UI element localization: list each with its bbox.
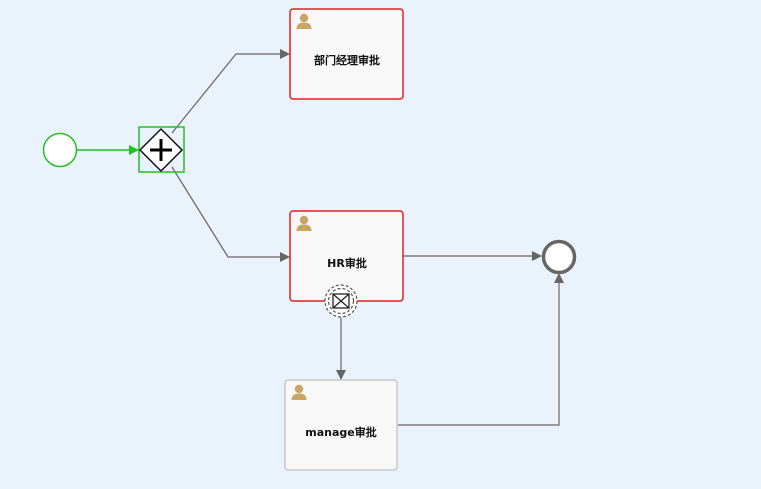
envelope-icon xyxy=(332,293,350,309)
task-label: manage审批 xyxy=(305,425,376,439)
end-event[interactable] xyxy=(541,239,577,275)
task-box xyxy=(289,8,404,100)
flow-gateway-to-dept-manager[interactable] xyxy=(171,49,290,134)
message-boundary-event[interactable] xyxy=(324,284,358,318)
flow-manage-to-end[interactable] xyxy=(398,273,564,426)
parallel-gateway[interactable] xyxy=(138,126,185,173)
task-dept-manager-approval[interactable]: 部门经理审批 xyxy=(289,8,404,100)
task-manage-approval[interactable]: manage审批 xyxy=(284,379,398,471)
task-label: 部门经理审批 xyxy=(314,53,380,67)
task-label: HR审批 xyxy=(327,256,367,270)
gateway-highlight xyxy=(138,126,185,173)
flow-gateway-to-hr[interactable] xyxy=(171,166,290,262)
plus-icon xyxy=(150,139,172,161)
task-box xyxy=(284,379,398,471)
start-event[interactable] xyxy=(42,132,78,168)
